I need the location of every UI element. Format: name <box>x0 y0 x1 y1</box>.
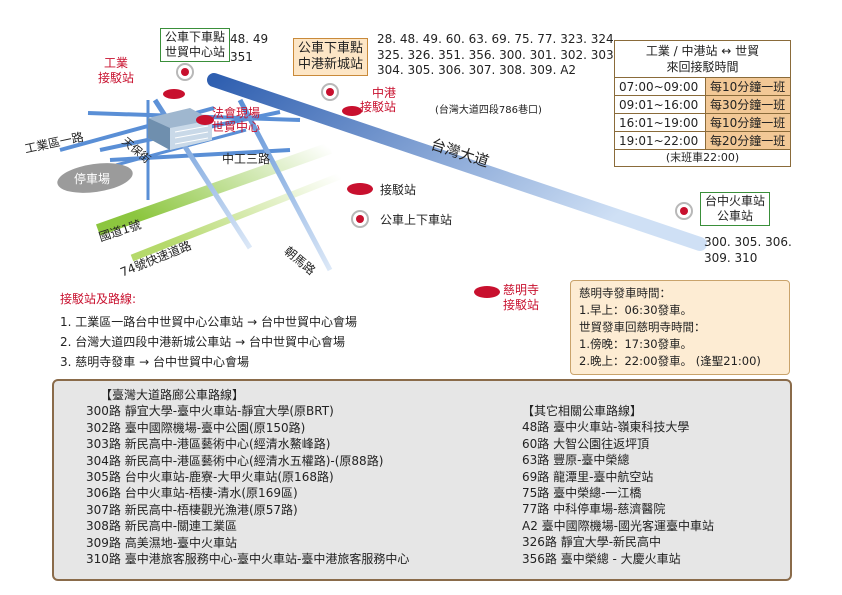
zhonggang-shuttle-label: 中港 接駁站 <box>360 86 397 114</box>
bus-routes-right: 【其它相關公車路線】 48路 臺中火車站-嶺東科技大學 60路 大智公園往返坪頂… <box>522 403 714 567</box>
shuttle-route-item: 3. 慈明寺發車 → 台中世貿中心會場 <box>60 355 249 369</box>
bus-route-item: 305路 台中火車站-鹿寮-大甲火車站(原168路) <box>86 470 334 485</box>
schedule-freq: 每10分鐘一班 <box>706 77 790 95</box>
bus-stop-taichung-name: 台中火車站 公車站 <box>700 192 771 226</box>
ciming-shuttle-marker <box>474 286 500 298</box>
bus-stop-wtc-routes: 48. 49 351 <box>230 32 269 64</box>
bus-route-item: 310路 臺中港旅客服務中心-臺中火車站-臺中港旅客服務中心 <box>86 552 410 567</box>
venue-label: 法會現場 世貿中心 <box>212 106 261 134</box>
bus-route-item: 326路 靜宜大學-新民高中 <box>522 535 662 550</box>
venue-marker <box>196 115 214 125</box>
zhonggang-shuttle-marker <box>342 106 362 116</box>
bus-routes-left-title: 【臺灣大道路廊公車路線】 <box>100 388 245 402</box>
ciming-shuttle-label: 慈明寺 接駁站 <box>503 283 540 312</box>
bus-stop-wtc-icon <box>176 63 194 81</box>
bus-stop-taichung-icon <box>675 202 693 220</box>
ciming-schedule-callout: 慈明寺發車時間： 1.早上：06:30發車。 世貿發車回慈明寺時間： 1.傍晚：… <box>570 280 790 375</box>
bus-stop-wtc-name: 公車下車點 世貿中心站 <box>160 28 231 62</box>
zhonggong-3rd-road-label: 中工三路 <box>222 152 271 166</box>
bus-route-item: 75路 臺中榮總-一江橋 <box>522 486 642 501</box>
schedule-freq: 每30分鐘一班 <box>706 95 790 113</box>
ciming-line: 1.傍晚：17:30發車。 <box>579 337 693 351</box>
bus-route-item: A2 臺中國際機場-國光客運臺中車站 <box>522 518 714 533</box>
bus-route-item: 307路 新民高中-梧棲觀光漁港(原57路) <box>86 502 298 517</box>
bus-route-item: 48路 臺中火車站-嶺東科技大學 <box>522 420 690 435</box>
schedule-title: 工業 / 中港站 ↔ 世貿 <box>645 44 760 58</box>
bus-route-item: 356路 臺中榮總 - 大慶火車站 <box>522 551 681 566</box>
shuttle-route-item: 2. 台灣大道四段中港新城公車站 → 台中世貿中心會場 <box>60 335 345 349</box>
industrial-shuttle-marker <box>163 89 185 99</box>
bus-stop-zhonggang-name: 公車下車點 中港新城站 <box>293 38 369 76</box>
schedule-freq: 每20分鐘一班 <box>706 131 790 149</box>
bus-route-item: 63路 豐原-臺中榮總 <box>522 453 630 468</box>
bus-route-item: 303路 新民高中-港區藝術中心(經清水鰲峰路) <box>86 437 331 452</box>
schedule-time: 19:01~22:00 <box>615 131 706 149</box>
bus-route-item: 77路 中科停車場-慈濟醫院 <box>522 502 666 517</box>
wtc-building-icon <box>148 108 212 150</box>
shuttle-routes-list: 1. 工業區一路台中世貿中心公車站 → 台中世貿中心會場 2. 台灣大道四段中港… <box>60 312 357 372</box>
ciming-line: 世貿發車回慈明寺時間： <box>579 320 706 334</box>
parking-area <box>57 163 133 193</box>
ciming-line: 慈明寺發車時間： <box>579 286 671 300</box>
road-c <box>115 128 247 167</box>
shuttle-route-item: 1. 工業區一路台中世貿中心公車站 → 台中世貿中心會場 <box>60 315 357 329</box>
schedule-time: 09:01~16:00 <box>615 95 706 113</box>
legend-bus-stop-icon <box>351 210 369 228</box>
shuttle-routes-title: 接駁站及路線: <box>60 292 137 306</box>
legend-shuttle-label: 接駁站 <box>380 183 417 197</box>
bus-routes-right-title: 【其它相關公車路線】 <box>522 404 643 418</box>
bus-stop-taichung-routes: 300. 305. 306. 309. 310 <box>704 235 792 265</box>
expressway-74-road <box>130 172 342 262</box>
bus-routes-panel <box>52 379 792 581</box>
schedule-subtitle: 來回接駁時間 <box>666 60 739 74</box>
bus-route-item: 60路 大智公園往返坪頂 <box>522 436 650 451</box>
schedule-time: 07:00~09:00 <box>615 77 706 95</box>
ciming-line: 1.早上：06:30發車。 <box>579 303 693 317</box>
bus-route-item: 309路 高美濕地-臺中火車站 <box>86 535 238 550</box>
bus-route-item: 69路 龍潭里-臺中航空站 <box>522 469 654 484</box>
bus-stop-zhonggang-icon <box>321 83 339 101</box>
parking-label: 停車場 <box>74 172 111 186</box>
chaoma-road <box>237 98 333 272</box>
bus-route-item: 304路 新民高中-港區藝術中心(經清水五權路)-(原88路) <box>86 453 384 468</box>
legend-shuttle-marker <box>347 183 373 195</box>
bus-route-item: 300路 靜宜大學-臺中火車站-靜宜大學(原BRT) <box>86 404 334 419</box>
schedule-freq: 每10分鐘一班 <box>706 113 790 131</box>
bus-route-item: 308路 新民高中-關連工業區 <box>86 519 238 534</box>
legend-bus-stop-label: 公車上下車站 <box>380 213 453 227</box>
industrial-shuttle-label: 工業 接駁站 <box>98 56 135 85</box>
ciming-line: 2.晚上：22:00發車。 (逢聖21:00) <box>579 354 761 368</box>
bus-routes-left: 【臺灣大道路廊公車路線】 300路 靜宜大學-臺中火車站-靜宜大學(原BRT) … <box>86 387 409 567</box>
taiwan-blvd-road <box>207 73 707 251</box>
schedule-last-bus: (末班車22:00) <box>615 149 790 166</box>
bus-route-item: 302路 臺中國際機場-臺中公園(原150路) <box>86 420 306 435</box>
zhonggang-shuttle-note: (台灣大道四段786巷口) <box>435 105 542 116</box>
bus-route-item: 306路 台中火車站-梧棲-清水(原169區) <box>86 486 298 501</box>
schedule-time: 16:01~19:00 <box>615 113 706 131</box>
bus-stop-zhonggang-routes: 28. 48. 49. 60. 63. 69. 75. 77. 323. 324… <box>377 32 618 77</box>
